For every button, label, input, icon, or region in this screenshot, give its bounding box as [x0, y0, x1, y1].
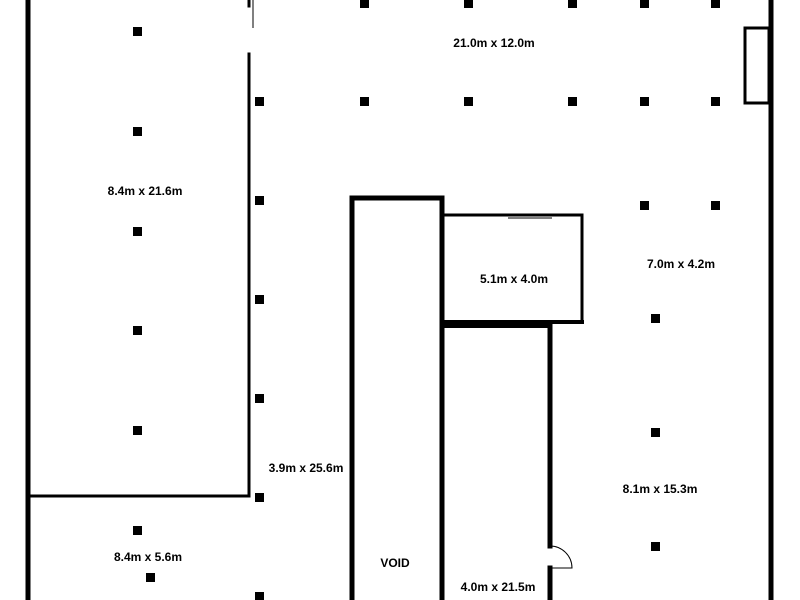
- east-alcove: [743, 26, 771, 105]
- room-label-south-east-hall: 8.1m x 15.3m: [622, 482, 698, 496]
- room-label-void: VOID: [380, 556, 410, 570]
- column: [133, 127, 142, 136]
- narrow-room-door-swing[interactable]: [549, 545, 573, 569]
- column: [464, 97, 473, 106]
- void-wall: [349, 195, 445, 600]
- column: [568, 97, 577, 106]
- column: [651, 428, 660, 437]
- room-label-small-office: 5.1m x 4.0m: [479, 272, 549, 286]
- walls: [25, 0, 774, 600]
- column: [146, 573, 155, 582]
- column: [651, 542, 660, 551]
- column: [255, 493, 264, 502]
- column: [360, 0, 369, 8]
- column: [133, 27, 142, 36]
- column: [568, 0, 577, 8]
- column: [640, 0, 649, 8]
- column: [651, 314, 660, 323]
- column: [255, 592, 264, 600]
- room-label-corridor: 3.9m x 25.6m: [268, 461, 344, 475]
- column: [360, 97, 369, 106]
- room-label-east-bay: 7.0m x 4.2m: [646, 257, 716, 271]
- column: [640, 201, 649, 210]
- room-label-main-hall: 21.0m x 12.0m: [453, 36, 535, 50]
- column: [133, 526, 142, 535]
- column: [711, 201, 720, 210]
- column: [255, 295, 264, 304]
- columns: [133, 0, 720, 600]
- room-label-south-west-room: 8.4m x 5.6m: [113, 550, 183, 564]
- room-label-west-wing: 8.4m x 21.6m: [107, 184, 183, 198]
- column: [711, 0, 720, 8]
- column: [133, 326, 142, 335]
- column: [711, 97, 720, 106]
- column: [133, 426, 142, 435]
- doors[interactable]: [252, 0, 573, 569]
- room-label-narrow-room: 4.0m x 21.5m: [460, 580, 536, 594]
- column: [133, 227, 142, 236]
- column: [464, 0, 473, 8]
- column: [255, 196, 264, 205]
- column: [640, 97, 649, 106]
- column: [255, 394, 264, 403]
- column: [255, 97, 264, 106]
